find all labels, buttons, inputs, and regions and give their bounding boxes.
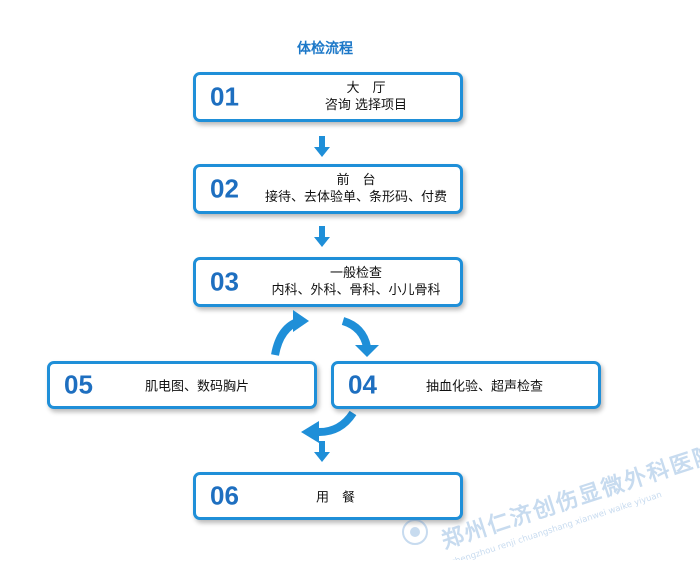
hospital-logo-icon bbox=[402, 519, 428, 545]
step-04-box: 04 抽血化验、超声检查 bbox=[331, 361, 601, 409]
step-number: 06 bbox=[210, 480, 239, 511]
step-03-box: 03 一般检查 内科、外科、骨科、小儿骨科 bbox=[193, 257, 463, 307]
step-number: 02 bbox=[210, 173, 239, 204]
step-label-line2: 接待、去体验单、条形码、付费 bbox=[264, 190, 447, 205]
step-label-line1: 一般检查 bbox=[329, 266, 382, 281]
step-label: 一般检查 内科、外科、骨科、小儿骨科 bbox=[256, 265, 456, 299]
step-06-box: 06 用 餐 bbox=[193, 472, 463, 520]
step-label-line2: 咨询 选择项目 bbox=[324, 98, 408, 113]
step-label-line1: 前 台 bbox=[336, 173, 376, 188]
arrow-down-icon bbox=[314, 441, 330, 462]
arrow-down-icon bbox=[314, 226, 330, 247]
page-title: 体检流程 bbox=[297, 41, 353, 57]
step-05-box: 05 肌电图、数码胸片 bbox=[47, 361, 317, 409]
step-label: 肌电图、数码胸片 bbox=[145, 379, 250, 395]
step-number: 01 bbox=[210, 81, 239, 112]
step-label: 抽血化验、超声检查 bbox=[426, 379, 544, 395]
step-label: 大 厅 咨询 选择项目 bbox=[281, 80, 451, 114]
hospital-watermark: 郑州仁济创伤显微外科医院 zhengzhou renji chuangshang… bbox=[402, 440, 700, 560]
step-number: 04 bbox=[348, 369, 377, 400]
cycle-arrows-icon bbox=[271, 310, 379, 443]
arrow-down-icon bbox=[314, 136, 330, 157]
step-01-box: 01 大 厅 咨询 选择项目 bbox=[193, 72, 463, 122]
step-number: 05 bbox=[64, 369, 93, 400]
step-number: 03 bbox=[210, 266, 239, 297]
step-label: 用 餐 bbox=[316, 490, 356, 506]
step-02-box: 02 前 台 接待、去体验单、条形码、付费 bbox=[193, 164, 463, 214]
step-label-line2: 内科、外科、骨科、小儿骨科 bbox=[271, 283, 441, 298]
step-label-line1: 大 厅 bbox=[346, 81, 386, 96]
step-label: 前 台 接待、去体验单、条形码、付费 bbox=[256, 172, 456, 206]
